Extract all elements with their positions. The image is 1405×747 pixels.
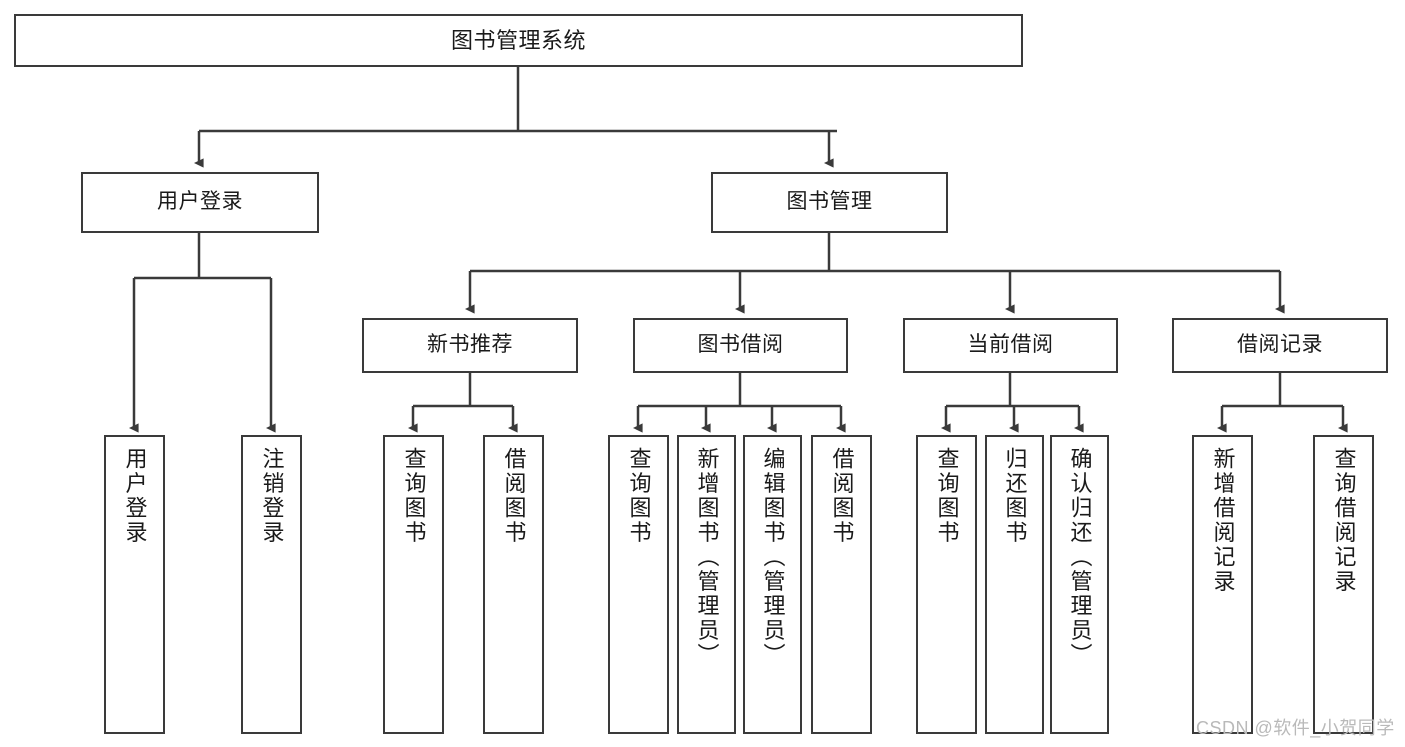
node-label: 编辑图书（管理员） <box>760 447 786 668</box>
leaf-return-book[interactable]: 归还图书 <box>985 435 1044 734</box>
node-book-management[interactable]: 图书管理 <box>711 172 948 233</box>
leaf-borrow-book[interactable]: 借阅图书 <box>811 435 872 734</box>
node-label: 借阅图书 <box>829 447 855 545</box>
leaf-query-borrow-record[interactable]: 查询借阅记录 <box>1313 435 1374 734</box>
node-label: 新增借阅记录 <box>1210 447 1236 594</box>
leaf-query-book-borrow[interactable]: 查询图书 <box>608 435 669 734</box>
node-label: 查询图书 <box>626 447 652 545</box>
leaf-confirm-return-admin[interactable]: 确认归还（管理员） <box>1050 435 1109 734</box>
node-label: 确认归还（管理员） <box>1067 447 1093 668</box>
leaf-query-book-current[interactable]: 查询图书 <box>916 435 977 734</box>
node-book-borrow[interactable]: 图书借阅 <box>633 318 848 373</box>
node-label: 图书管理系统 <box>450 27 586 53</box>
node-label: 注销登录 <box>259 447 285 545</box>
node-label: 当前借阅 <box>967 333 1054 357</box>
leaf-add-borrow-record[interactable]: 新增借阅记录 <box>1192 435 1253 734</box>
node-label: 归还图书 <box>1002 447 1028 545</box>
node-label: 图书借阅 <box>697 333 784 357</box>
node-label: 图书管理 <box>786 190 873 214</box>
node-label: 新书推荐 <box>427 333 513 357</box>
leaf-edit-book-admin[interactable]: 编辑图书（管理员） <box>743 435 802 734</box>
node-label: 查询图书 <box>934 447 960 545</box>
leaf-query-book-recommend[interactable]: 查询图书 <box>383 435 444 734</box>
node-new-book-recommend[interactable]: 新书推荐 <box>362 318 578 373</box>
watermark: CSDN @软件_小贺同学 <box>1196 718 1395 738</box>
node-root-book-management-system[interactable]: 图书管理系统 <box>14 14 1023 67</box>
node-label: 查询图书 <box>401 447 427 545</box>
node-label: 新增图书（管理员） <box>694 447 720 668</box>
node-label: 用户登录 <box>157 190 243 214</box>
node-user-login[interactable]: 用户登录 <box>81 172 319 233</box>
node-borrow-record[interactable]: 借阅记录 <box>1172 318 1388 373</box>
leaf-add-book-admin[interactable]: 新增图书（管理员） <box>677 435 736 734</box>
node-label: 查询借阅记录 <box>1331 447 1357 594</box>
node-current-borrow[interactable]: 当前借阅 <box>903 318 1118 373</box>
node-label: 借阅记录 <box>1237 333 1323 357</box>
leaf-borrow-book-recommend[interactable]: 借阅图书 <box>483 435 544 734</box>
leaf-logout-login[interactable]: 注销登录 <box>241 435 302 734</box>
node-label: 用户登录 <box>122 447 148 545</box>
leaf-user-login[interactable]: 用户登录 <box>104 435 165 734</box>
node-label: 借阅图书 <box>501 447 527 545</box>
